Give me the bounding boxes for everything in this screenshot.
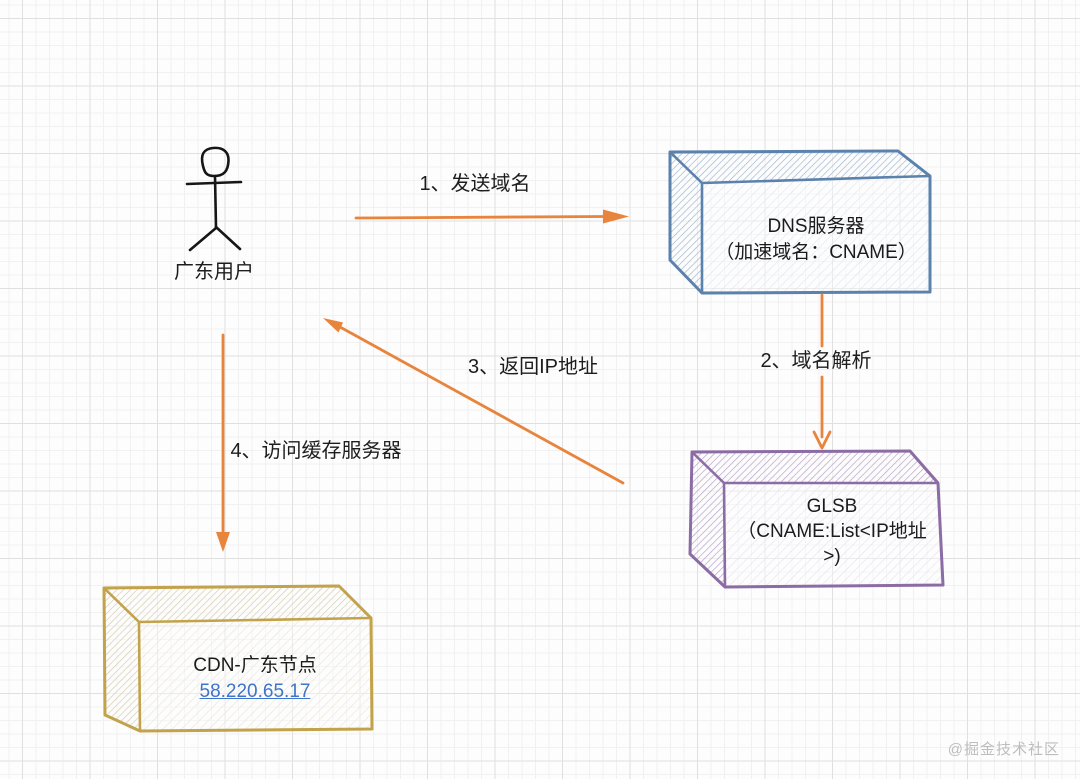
arrow-1-label: 1、发送域名	[419, 173, 531, 195]
arrow-3-return-ip	[323, 318, 625, 485]
cdn-box-label: CDN-广东节点 58.220.65.17	[140, 653, 370, 705]
glsb-box-title: GLSB	[806, 496, 858, 517]
glsb-box-label: GLSB （CNAME:List<IP地址 >)	[712, 494, 952, 569]
watermark: @掘金技术社区	[947, 741, 1060, 758]
dns-server-box	[668, 149, 932, 295]
glsb-box-subtitle-line1: （CNAME:List<IP地址	[737, 521, 927, 542]
glsb-box-subtitle-line2: >)	[823, 546, 841, 567]
arrow-1-send-domain	[354, 209, 629, 224]
dns-box-subtitle: （加速域名：CNAME）	[715, 242, 917, 263]
arrow-3-label: 3、返回IP地址	[467, 356, 599, 378]
arrow-4-label: 4、访问缓存服务器	[230, 440, 402, 462]
arrowhead-down-icon	[216, 532, 230, 552]
cdn-ip-link[interactable]: 58.220.65.17	[199, 681, 311, 702]
user-stick-figure-icon	[185, 146, 243, 252]
glsb-box	[688, 449, 945, 589]
user-label: 广东用户	[174, 261, 254, 283]
dns-box-title: DNS服务器	[767, 216, 865, 237]
cdn-box-title: CDN-广东节点	[193, 655, 317, 676]
arrow-2-label: 2、域名解析	[760, 350, 872, 372]
arrow-4-access-cache	[216, 333, 230, 552]
cdn-node-box	[102, 584, 374, 733]
dns-box-label: DNS服务器 （加速域名：CNAME）	[690, 214, 942, 266]
arrow-2-resolve-domain	[812, 293, 832, 450]
arrowhead-upleft-icon	[323, 318, 343, 333]
arrowhead-down-icon	[812, 430, 832, 450]
arrowhead-right-icon	[603, 209, 629, 224]
